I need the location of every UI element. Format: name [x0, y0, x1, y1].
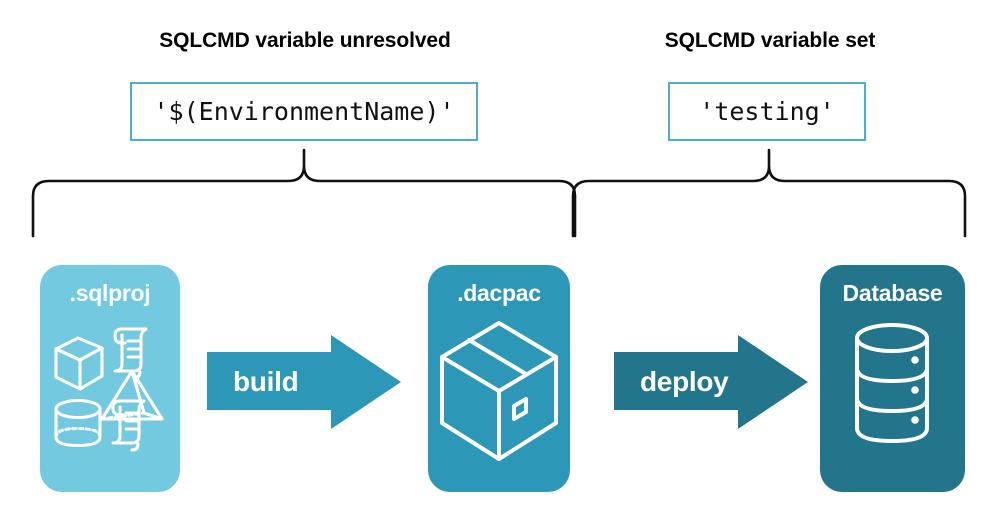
database-cylinder-icon	[855, 323, 929, 443]
cube-icon	[54, 336, 104, 391]
code-value-text-unresolved: '$(EnvironmentName)'	[153, 97, 455, 126]
stage-label-database: Database	[842, 280, 943, 306]
brace-left	[31, 148, 577, 238]
arrow-deploy: deploy	[614, 332, 810, 432]
stage-box-dacpac: .dacpac	[428, 265, 570, 492]
code-value-box-set: 'testing'	[668, 82, 866, 141]
stage-label-dacpac: .dacpac	[457, 280, 541, 306]
cylinder-icon	[54, 398, 102, 448]
arrow-build-shape	[207, 335, 401, 429]
stage-box-sqlproj: .sqlproj	[40, 265, 180, 492]
code-value-box-unresolved: '$(EnvironmentName)'	[130, 82, 478, 141]
package-box-icon	[440, 321, 558, 461]
arrow-deploy-shape	[614, 335, 808, 429]
code-value-text-set: 'testing'	[699, 97, 835, 126]
scroll-icon-bottom	[111, 399, 146, 452]
brace-right	[571, 148, 967, 238]
sqlproj-icon-group	[54, 327, 164, 452]
section-heading-set: SQLCMD variable set	[664, 29, 876, 52]
section-heading-unresolved: SQLCMD variable unresolved	[159, 29, 451, 52]
stage-label-sqlproj: .sqlproj	[69, 280, 151, 306]
stage-box-database: Database	[820, 265, 965, 492]
arrow-build: build	[207, 332, 403, 432]
